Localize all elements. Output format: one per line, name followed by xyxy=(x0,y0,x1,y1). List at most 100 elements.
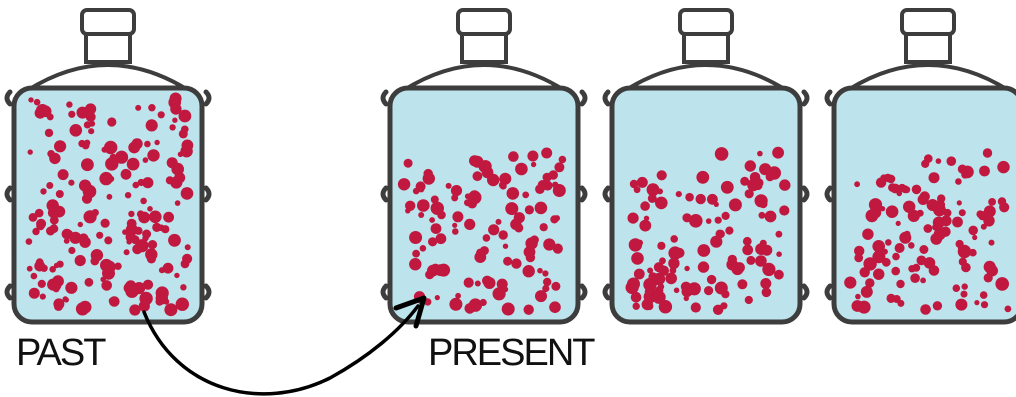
particle xyxy=(56,190,64,198)
particle xyxy=(84,210,97,223)
particle xyxy=(933,301,942,310)
particle xyxy=(659,257,666,264)
particle xyxy=(674,288,680,294)
particle xyxy=(924,154,933,163)
particle xyxy=(154,140,159,145)
particle xyxy=(45,129,53,137)
particle xyxy=(962,283,968,289)
particle xyxy=(488,224,499,235)
particle xyxy=(515,163,528,176)
particle xyxy=(511,258,521,268)
particle xyxy=(78,222,83,227)
particle xyxy=(53,282,61,290)
particle xyxy=(446,183,452,189)
particle xyxy=(66,101,72,107)
particle xyxy=(541,148,552,159)
particle xyxy=(715,217,722,224)
particle xyxy=(988,198,996,206)
particle xyxy=(715,147,729,161)
particle xyxy=(125,192,131,198)
particle xyxy=(147,206,153,212)
particle xyxy=(757,151,763,157)
particle xyxy=(530,235,539,244)
particle xyxy=(633,303,640,310)
particle xyxy=(40,265,47,272)
particle xyxy=(175,200,181,206)
particle xyxy=(627,278,640,291)
particle xyxy=(46,227,55,236)
particle xyxy=(91,257,100,266)
particle xyxy=(482,276,492,286)
particle xyxy=(952,217,963,228)
particle xyxy=(46,182,53,189)
particle xyxy=(149,211,162,224)
particle xyxy=(885,239,892,246)
particle xyxy=(449,298,462,311)
particle xyxy=(882,258,891,267)
particle xyxy=(865,278,874,287)
particle xyxy=(767,169,778,180)
particle xyxy=(644,216,649,221)
particle xyxy=(961,291,968,298)
particle xyxy=(745,296,753,304)
particle xyxy=(176,298,189,311)
particle xyxy=(896,221,901,226)
particle xyxy=(674,248,684,258)
particle xyxy=(164,303,177,316)
particle xyxy=(653,291,666,304)
particle xyxy=(759,212,766,219)
particle xyxy=(983,148,992,157)
particle xyxy=(499,230,508,239)
particle xyxy=(404,159,413,168)
particle xyxy=(912,185,922,195)
particle xyxy=(553,244,563,254)
particle xyxy=(684,266,689,271)
particle xyxy=(640,201,650,211)
particle xyxy=(65,282,77,294)
particle xyxy=(409,258,421,270)
particle xyxy=(981,301,988,308)
particle xyxy=(634,269,645,280)
particle xyxy=(158,111,165,118)
particle xyxy=(707,275,716,284)
particle xyxy=(180,284,186,290)
particle xyxy=(873,269,884,280)
particle xyxy=(714,202,719,207)
particle xyxy=(986,263,994,271)
particle xyxy=(655,197,668,210)
particle xyxy=(858,301,871,314)
particle xyxy=(919,245,928,254)
particle xyxy=(140,198,147,205)
particle xyxy=(910,273,920,283)
particle xyxy=(167,157,178,168)
particle xyxy=(535,290,547,302)
water-body xyxy=(834,88,1016,322)
particle xyxy=(937,226,944,233)
particle xyxy=(107,117,116,126)
particle xyxy=(543,278,551,286)
particle xyxy=(755,195,766,206)
particle xyxy=(682,213,691,222)
particle xyxy=(40,188,46,194)
particle xyxy=(82,194,92,204)
particle xyxy=(172,118,177,123)
bottle-past xyxy=(7,10,209,322)
particle xyxy=(549,170,558,179)
particle xyxy=(182,140,194,152)
particle xyxy=(630,180,638,188)
particle xyxy=(36,104,49,117)
particle xyxy=(464,278,474,288)
particle xyxy=(53,298,64,309)
particle xyxy=(746,256,755,265)
particle xyxy=(953,284,961,292)
particle xyxy=(776,231,783,238)
particle xyxy=(657,170,667,180)
particle xyxy=(182,254,192,264)
particle xyxy=(517,224,523,230)
particle xyxy=(745,160,756,171)
particle xyxy=(941,215,952,226)
particle xyxy=(972,235,977,240)
particle xyxy=(961,166,974,179)
particle xyxy=(455,293,461,299)
particle xyxy=(437,211,446,220)
